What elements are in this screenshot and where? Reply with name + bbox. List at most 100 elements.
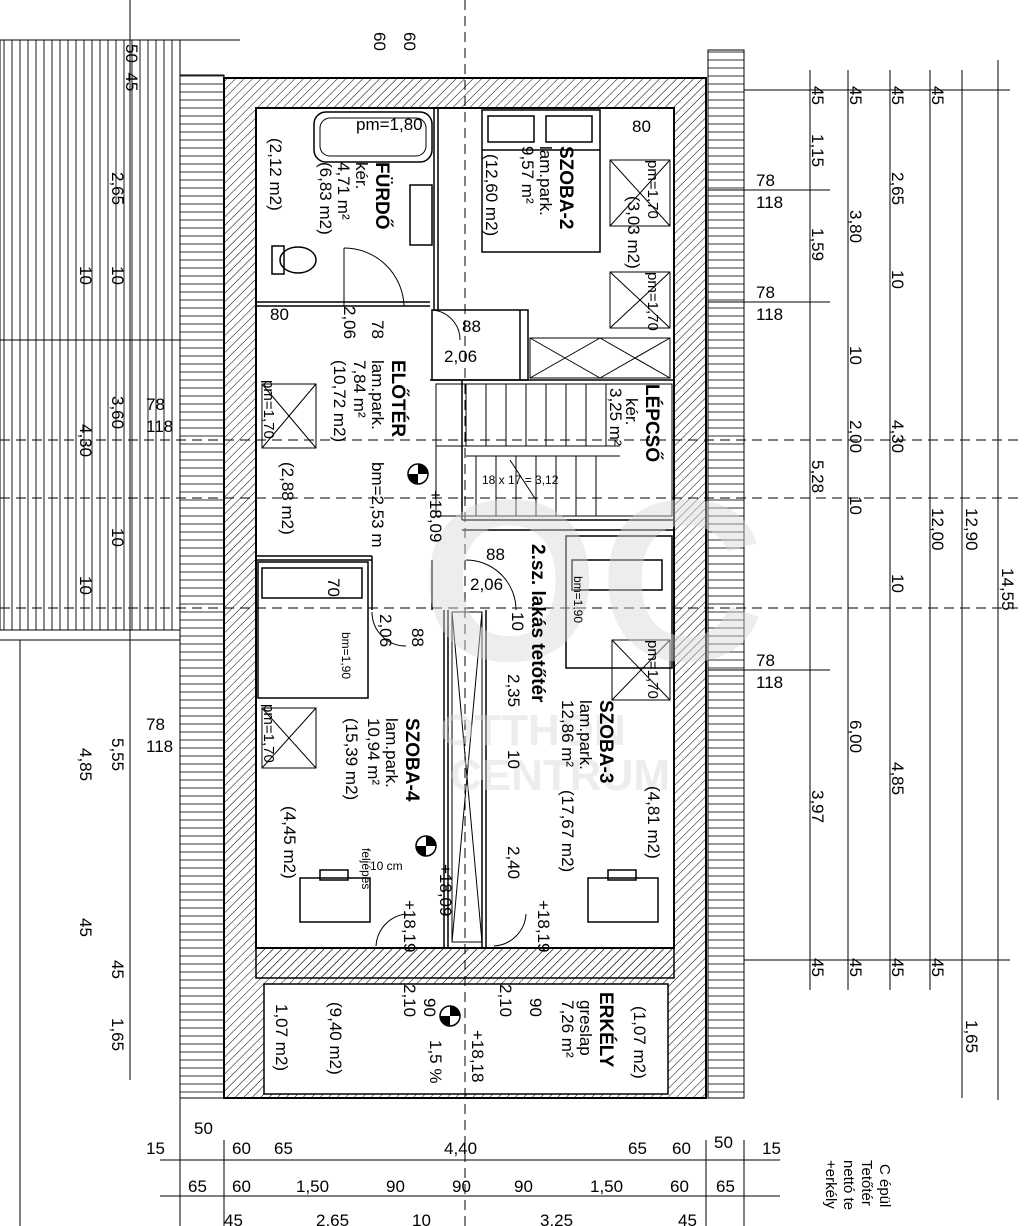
- dim-text: 90: [514, 1177, 533, 1196]
- room-floor: kér.: [622, 398, 641, 425]
- room-floor: kér.: [352, 162, 371, 189]
- dim-text: 80: [270, 305, 289, 324]
- bm-mark: bm=1,90: [339, 632, 353, 679]
- bottom-dimensions: 50 15 60 65 4,40 65 60 50 15 65 60 1,50 …: [146, 1119, 781, 1226]
- dim-text: 1,50: [590, 1177, 623, 1196]
- dim-text: 65: [716, 1177, 735, 1196]
- dim-text: 45: [224, 1211, 243, 1226]
- pm-mark: pm=1,70: [260, 380, 277, 439]
- bm-mark: bm=1,90: [571, 576, 585, 623]
- watermark-logo: OC OTTHON CENTRUM: [420, 452, 765, 800]
- dim-text: 10: [412, 1211, 431, 1226]
- dim-text: 78: [146, 715, 165, 734]
- dim-text: 118: [756, 305, 783, 324]
- dim-text: 2,65: [316, 1211, 349, 1226]
- room-area: 7,84 m²: [350, 360, 369, 418]
- dim-text: 2,06: [444, 347, 477, 366]
- watermark-line2: CENTRUM: [450, 751, 670, 800]
- dim-text: 2,65: [888, 172, 907, 205]
- toilet: [271, 245, 317, 275]
- dim-text: 1,50: [296, 1177, 329, 1196]
- level-mark: +18,19: [400, 900, 419, 952]
- dim-text: 1,59: [808, 228, 827, 261]
- room-name: SZOBA-4: [401, 718, 422, 802]
- dim-text: 45: [808, 958, 827, 977]
- dimension-lines-right: [708, 60, 1010, 1100]
- watermark-logo-text: OC: [420, 452, 765, 709]
- room-gross: (15,39 m2): [342, 718, 361, 800]
- dim-text: 10: [108, 266, 127, 285]
- room-floor: lam.park.: [368, 360, 387, 430]
- dim-text: 88: [408, 628, 427, 647]
- dim-text: 14,55: [998, 568, 1017, 611]
- dim-text: 10: [504, 750, 523, 769]
- dim-text: 4,85: [888, 762, 907, 795]
- dim-text: 118: [756, 673, 783, 692]
- apartment-title: 2.sz. lakás tetőtér: [527, 544, 548, 703]
- dim-text: 10: [76, 266, 95, 285]
- pm-mark: pm=1,70: [644, 160, 661, 219]
- dim-text: 1,65: [108, 1018, 127, 1051]
- left-dimensions: 50–45 60 60 2,65 10 10 3,60 4,30 78 118 …: [76, 32, 419, 1051]
- dim-text: 10: [846, 496, 865, 515]
- dim-text: 1,65: [962, 1020, 981, 1053]
- dim-text: 45: [846, 958, 865, 977]
- dim-text: 45: [928, 86, 947, 105]
- dim-text: 60: [672, 1139, 691, 1158]
- pm-mark: pm=1,70: [260, 704, 277, 763]
- dim-text: 2,35: [504, 674, 523, 707]
- dim-text: 3,80: [846, 210, 865, 243]
- desk-szoba4: [299, 869, 371, 923]
- dim-text: 60: [232, 1177, 251, 1196]
- left-roof-strip: [179, 74, 225, 1099]
- dim-text: 90: [386, 1177, 405, 1196]
- dim-text: 2,00: [846, 420, 865, 453]
- dim-text: 2,40: [504, 846, 523, 879]
- right-roof-strip: [707, 49, 745, 1099]
- room-area: 12,86 m²: [558, 700, 577, 767]
- room-area: 7,26 m²: [558, 1000, 577, 1058]
- note-text: feljépés: [359, 848, 373, 889]
- dim-text: 118: [146, 417, 173, 436]
- dim-text: 50: [714, 1133, 733, 1152]
- dim-text: 50: [194, 1119, 213, 1138]
- dim-text: 15: [146, 1139, 165, 1158]
- room-area: 4,71 m²: [334, 162, 353, 220]
- dim-text: 2,10: [400, 984, 419, 1017]
- slope-mark: 1,5 %: [426, 1040, 445, 1083]
- level-mark: +18,18: [468, 1030, 487, 1082]
- room-name: ELŐTÉR: [387, 360, 409, 437]
- dim-text: 3,25: [540, 1211, 573, 1226]
- dim-text: 4,30: [76, 424, 95, 457]
- interior-walls: [256, 108, 674, 948]
- dim-text: 10: [76, 576, 95, 595]
- pm-mark: pm=1,70: [644, 640, 661, 699]
- dim-text: 5,28: [808, 460, 827, 493]
- dim-text: 2,65: [108, 172, 127, 205]
- dim-text: 5,55: [108, 738, 127, 771]
- stair-label: 18 x 17 = 3,12: [482, 473, 559, 487]
- dim-text: 60: [370, 32, 389, 51]
- room-label-szoba4: SZOBA-4 lam.park. 10,94 m² (15,39 m2) (4…: [280, 718, 422, 879]
- dim-text: 10: [888, 270, 907, 289]
- dim-text: 90: [452, 1177, 471, 1196]
- dim-text: 45: [928, 958, 947, 977]
- bed-szoba4: [257, 561, 369, 699]
- height-marks: pm=1,80 pm=1,70 pm=1,70 pm=1,70 pm=1,70 …: [260, 115, 661, 1083]
- dim-text: 45: [678, 1211, 697, 1226]
- room-area: 10,94 m²: [364, 718, 383, 785]
- dim-text: 1,15: [808, 134, 827, 167]
- dim-text: 70: [324, 578, 343, 597]
- room-gross: (17,67 m2): [558, 790, 577, 872]
- dim-text: 60: [232, 1139, 251, 1158]
- room-name: SZOBA-3: [595, 700, 616, 783]
- dim-text: 2,06: [340, 306, 359, 339]
- dim-text: 65: [628, 1139, 647, 1158]
- dim-text: 12,90: [962, 508, 981, 551]
- dim-text: 90: [526, 998, 545, 1017]
- dim-text: 45: [808, 86, 827, 105]
- dim-text: 45: [846, 86, 865, 105]
- dim-text: 65: [274, 1139, 293, 1158]
- right-dimensions: 78 118 78 118 78 118 45 1,15 1,59 5,28 3…: [756, 86, 1017, 1053]
- roof-window: [261, 159, 671, 769]
